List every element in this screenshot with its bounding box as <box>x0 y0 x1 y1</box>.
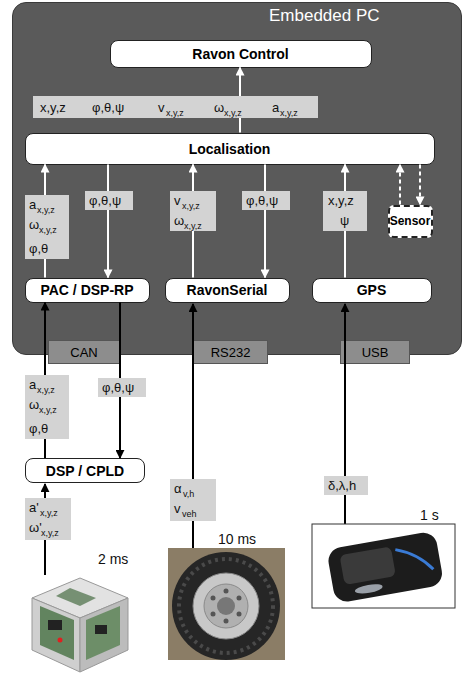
led <box>58 638 63 643</box>
data-flow-arrow <box>264 165 266 278</box>
port-tab: RS232 <box>193 340 268 364</box>
device-button <box>354 582 383 595</box>
process-box: DSP / CPLD <box>25 458 145 483</box>
node-text: RS232 <box>211 345 251 360</box>
data-flow-arrow <box>44 303 46 459</box>
timing-label: 10 ms <box>218 532 256 546</box>
label-background <box>25 375 69 439</box>
data-flow-arrow <box>107 165 109 278</box>
lug-nut <box>224 619 229 624</box>
process-box: PAC / DSP-RP <box>25 278 150 303</box>
lug-nut <box>237 596 242 601</box>
signal-label: a <box>29 378 36 391</box>
node-text: USB <box>362 345 389 360</box>
label-background <box>85 191 133 210</box>
signal-label: ω <box>29 398 39 411</box>
label-background <box>25 498 71 540</box>
pcb-board <box>40 606 74 660</box>
rim-inner <box>204 584 248 628</box>
label-background <box>170 479 216 521</box>
data-flow-arrow <box>192 165 194 278</box>
subscript-label: v,h <box>183 490 194 499</box>
dashed-connector <box>419 165 421 205</box>
node-text: CAN <box>70 345 97 360</box>
process-box: Localisation <box>25 133 435 165</box>
node-text: DSP / CPLD <box>46 463 124 479</box>
tire-tread <box>179 559 273 653</box>
label-background <box>323 191 367 231</box>
signal-label: ω' <box>29 521 42 534</box>
photo-background <box>168 548 285 660</box>
dashed-connector <box>399 165 401 205</box>
subscript-label: x,y,z <box>37 386 55 395</box>
device-stripe <box>395 544 433 576</box>
port-tab: CAN <box>48 340 120 364</box>
hub <box>217 597 235 615</box>
signal-label: δ,λ,h <box>328 479 356 492</box>
subscript-label: veh <box>182 510 197 519</box>
label-background <box>98 378 146 397</box>
lug-nut <box>211 596 216 601</box>
chip <box>48 620 62 630</box>
label-background <box>324 476 368 495</box>
pcb-board <box>86 606 120 660</box>
signal-arrow <box>44 484 46 575</box>
device-panel <box>339 546 395 585</box>
subscript-label: x,y,z <box>40 509 58 518</box>
rim <box>193 573 259 639</box>
data-flow-arrow <box>44 165 46 278</box>
lug-nut <box>224 589 229 594</box>
port-tab: USB <box>340 340 410 364</box>
node-text: PAC / DSP-RP <box>40 282 133 298</box>
signal-arrow <box>192 304 194 548</box>
node-text: Ravon Control <box>192 46 288 62</box>
computer-frame: Embedded PC Ravon ControlLocalisationSens… <box>12 2 462 355</box>
signal-label: φ,θ,ψ <box>102 381 134 394</box>
cube-face <box>32 598 80 672</box>
process-box: RavonSerial <box>165 278 290 303</box>
device-body <box>326 530 444 603</box>
cube-face <box>80 598 128 672</box>
imu-cube-illustration <box>32 578 128 672</box>
process-box: GPS <box>312 278 432 303</box>
timing-label: 1 s <box>420 508 439 522</box>
signal-arrow <box>344 304 346 524</box>
subscript-label: x,y,z <box>39 406 57 415</box>
data-flow-arrow <box>344 165 346 278</box>
label-background <box>242 191 290 210</box>
pcb-board <box>56 588 96 606</box>
label-background <box>33 96 318 118</box>
chip <box>95 625 107 634</box>
sensor-box: Sensor <box>388 205 433 238</box>
data-flow-arrow <box>119 303 121 459</box>
gps-device-illustration <box>312 524 455 608</box>
signal-label: α <box>174 482 182 495</box>
signal-label: a' <box>29 501 39 514</box>
process-box: Ravon Control <box>110 40 372 68</box>
node-text: Localisation <box>189 141 271 157</box>
label-background <box>170 191 216 231</box>
node-text: GPS <box>357 282 387 298</box>
node-text: Sensor <box>390 214 431 228</box>
subscript-label: x,y,z <box>41 529 59 538</box>
data-flow-arrow <box>239 68 241 133</box>
tire <box>172 552 280 660</box>
node-text: RavonSerial <box>187 282 268 298</box>
wheel-illustration <box>168 548 285 660</box>
lug-nut <box>237 612 242 617</box>
timing-label: 2 ms <box>98 552 128 566</box>
cube-face <box>32 578 128 618</box>
label-background <box>25 195 69 259</box>
frame-title: Embedded PC <box>269 6 380 26</box>
signal-label: φ,θ <box>29 422 48 435</box>
lug-nut <box>211 612 216 617</box>
signal-label: v <box>174 502 181 515</box>
photo-frame <box>312 524 455 608</box>
